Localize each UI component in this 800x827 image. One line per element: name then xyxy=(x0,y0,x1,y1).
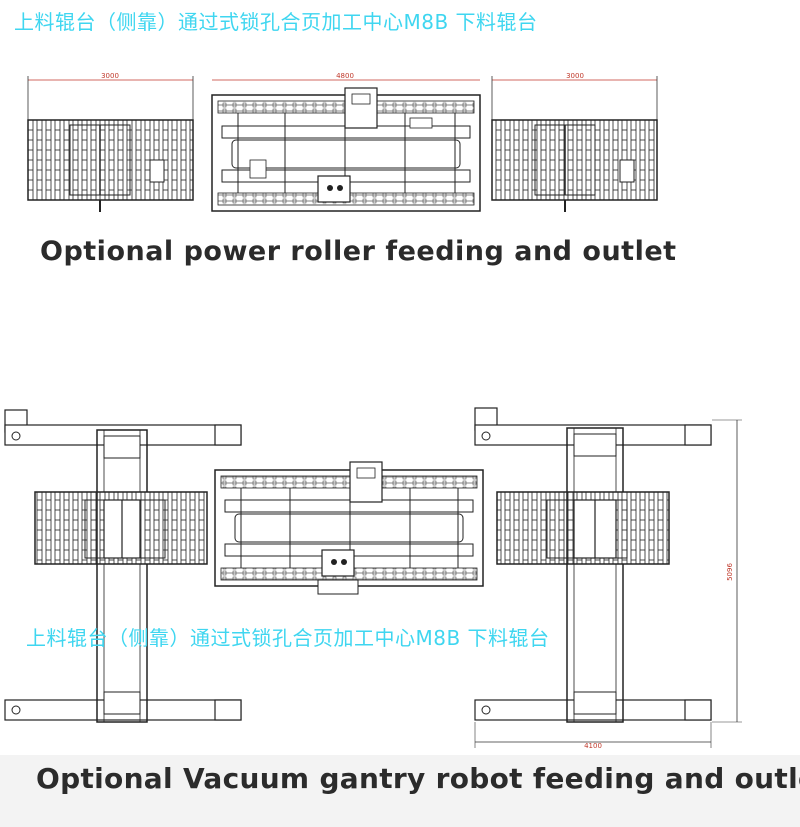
top-caption: Optional power roller feeding and outlet xyxy=(40,236,677,267)
top-dim-right: 3000 xyxy=(566,72,584,80)
bottom-cn-label: 上料辊台（侧靠）通过式锁孔合页加工中心M8B 下料辊台 xyxy=(26,626,550,650)
top-dim-center: 4800 xyxy=(336,72,354,80)
bottom-dim-width: 4100 xyxy=(584,742,602,750)
bottom-right-gantry xyxy=(474,407,742,748)
top-machine-plan xyxy=(211,79,481,212)
top-right-roller-table xyxy=(491,76,658,212)
top-cn-label: 上料辊台（侧靠）通过式锁孔合页加工中心M8B 下料辊台 xyxy=(14,10,538,34)
bottom-caption-bar xyxy=(0,755,800,827)
top-dim-left: 3000 xyxy=(101,72,119,80)
top-left-roller-table xyxy=(27,76,194,212)
bottom-left-gantry xyxy=(4,409,242,723)
bottom-dim-height: 5096 xyxy=(726,563,734,581)
bottom-caption: Optional Vacuum gantry robot feeding and… xyxy=(36,762,800,795)
bottom-machine-plan xyxy=(214,461,484,595)
